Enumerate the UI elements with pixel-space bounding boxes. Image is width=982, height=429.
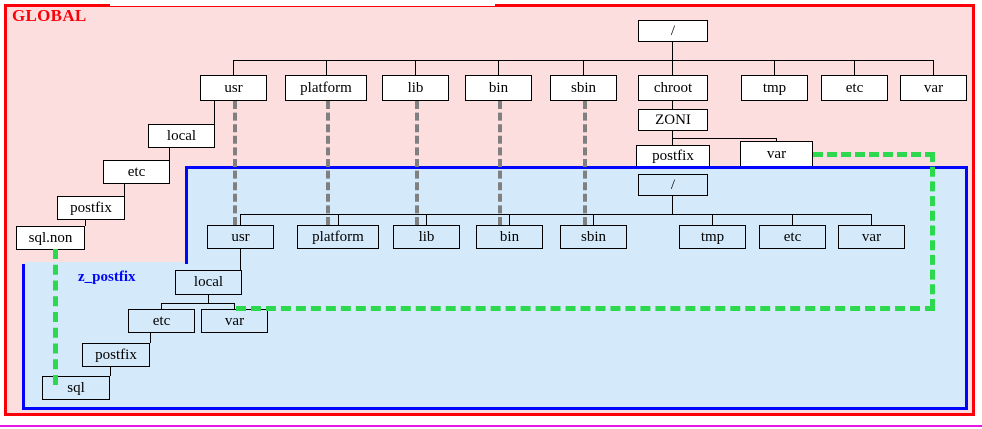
node-zone-usr-local-etc-postfix[interactable]: postfix	[82, 343, 150, 367]
node-zone-usr-local[interactable]: local	[175, 270, 242, 295]
edge-drop-usr	[233, 60, 234, 75]
node-global-postfix-var[interactable]: var	[740, 141, 813, 167]
edge-usr-local	[214, 101, 215, 124]
edge-chroot-zoni	[672, 101, 673, 109]
node-global-usr[interactable]: usr	[200, 75, 267, 101]
edge-zone-drop-sbin	[593, 214, 594, 225]
node-global-usr-local-etc[interactable]: etc	[103, 160, 170, 184]
edge-root-stem	[672, 42, 673, 60]
symlink-var-vertical	[930, 152, 935, 309]
edge-zoni-postfix	[672, 138, 673, 145]
mirror-dash-bin-icon	[498, 101, 502, 225]
edge-zone-local-etc	[161, 303, 162, 309]
edge-zoneroot-stem	[672, 196, 673, 214]
node-global-sql-non[interactable]: sql.non	[16, 226, 85, 250]
edge-drop-bin	[498, 60, 499, 75]
edge-zone-etc-postfix	[150, 332, 151, 343]
node-global-sbin[interactable]: sbin	[550, 75, 617, 101]
edge-zoni-stem	[672, 131, 673, 138]
node-zone-etc[interactable]: etc	[759, 225, 826, 249]
bottom-magenta-rule	[0, 425, 982, 427]
edge-zone-drop-lib	[426, 214, 427, 225]
local-zone-seam-left	[25, 262, 185, 267]
edge-drop-platform	[326, 60, 327, 75]
symlink-sql-vertical	[53, 249, 58, 385]
local-zone-label: z_postfix	[78, 269, 136, 285]
node-global-platform[interactable]: platform	[285, 75, 367, 101]
local-zone-frame-lower	[22, 264, 968, 410]
edge-zone-drop-bin	[509, 214, 510, 225]
edge-local-etc	[169, 148, 170, 160]
node-global-bin[interactable]: bin	[465, 75, 532, 101]
global-zone-label: GLOBAL	[12, 6, 87, 25]
node-global-tmp[interactable]: tmp	[741, 75, 808, 101]
edge-drop-chroot	[672, 60, 673, 75]
mirror-dash-platform-icon	[326, 101, 330, 225]
global-zone-top-notch	[110, 2, 495, 6]
mirror-dash-sbin-icon	[583, 101, 587, 225]
node-global-zoni[interactable]: ZONI	[638, 109, 708, 131]
edge-zone-local-var	[234, 303, 235, 309]
edge-drop-var	[933, 60, 934, 75]
edge-postfix-sqlnon	[85, 220, 86, 226]
edge-zone-usr-local	[240, 249, 241, 270]
node-zone-root[interactable]: /	[638, 174, 708, 196]
node-global-etc[interactable]: etc	[821, 75, 888, 101]
node-global-usr-local[interactable]: local	[148, 124, 215, 148]
edge-zone-drop-var	[871, 214, 872, 225]
node-global-root[interactable]: /	[638, 20, 708, 42]
node-global-lib[interactable]: lib	[382, 75, 449, 101]
edge-zone-drop-tmp	[712, 214, 713, 225]
node-zone-platform[interactable]: platform	[297, 225, 379, 249]
edge-zone-drop-usr	[240, 214, 241, 225]
node-zone-tmp[interactable]: tmp	[679, 225, 746, 249]
node-zone-bin[interactable]: bin	[476, 225, 543, 249]
mirror-dash-lib-icon	[415, 101, 419, 225]
node-global-usr-local-etc-postfix[interactable]: postfix	[57, 196, 125, 220]
node-zone-sql[interactable]: sql	[42, 376, 110, 400]
edge-zone-drop-etc	[792, 214, 793, 225]
edge-drop-etc	[854, 60, 855, 75]
symlink-var-bottom-horizontal	[236, 306, 935, 311]
edge-zone-drop-platform	[338, 214, 339, 225]
node-zone-usr-local-etc[interactable]: etc	[128, 309, 195, 333]
edge-zoni-bus	[672, 138, 776, 139]
edge-zoneroot-bus	[240, 214, 872, 215]
edge-drop-lib	[415, 60, 416, 75]
node-global-var[interactable]: var	[900, 75, 967, 101]
node-global-postfix[interactable]: postfix	[636, 145, 710, 167]
node-zone-var[interactable]: var	[838, 225, 905, 249]
edge-drop-sbin	[583, 60, 584, 75]
node-zone-usr[interactable]: usr	[207, 225, 274, 249]
node-global-chroot[interactable]: chroot	[638, 75, 708, 101]
edge-zone-local-stem	[208, 295, 209, 303]
local-zone-seam-right	[188, 262, 965, 267]
edge-zone-local-bus	[161, 303, 235, 304]
edge-etc-postfix	[124, 184, 125, 196]
node-zone-sbin[interactable]: sbin	[560, 225, 627, 249]
symlink-var-top-horizontal	[813, 152, 935, 157]
mirror-dash-usr-icon	[233, 101, 237, 225]
node-zone-lib[interactable]: lib	[393, 225, 460, 249]
edge-drop-tmp	[774, 60, 775, 75]
node-zone-usr-local-var[interactable]: var	[201, 309, 268, 333]
edge-zone-postfix-sql	[110, 366, 111, 376]
